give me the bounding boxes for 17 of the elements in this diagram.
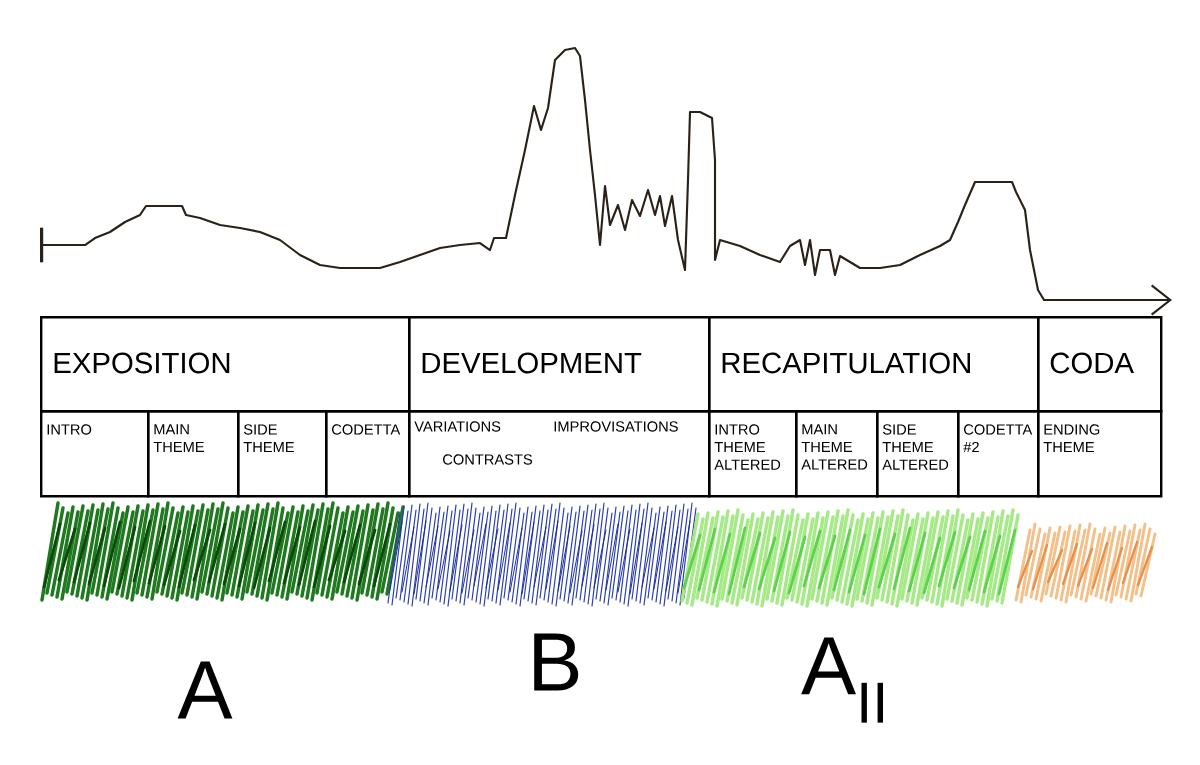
table-cell: INTRO xyxy=(40,410,150,498)
table-cell: INTRO THEME ALTERED xyxy=(708,410,798,498)
table-cell: MAIN THEME xyxy=(147,410,240,498)
table-cell: CODA xyxy=(1037,316,1163,413)
table-cell: ENDING THEME xyxy=(1037,410,1163,498)
table-cell: EXPOSITION xyxy=(40,316,411,413)
table-cell: CODETTA xyxy=(325,410,411,498)
section-letter: A xyxy=(177,661,233,719)
table-cell: MAIN THEME ALTERED xyxy=(795,410,879,498)
table-cell: VARIATIONS IMPROVISATIONS CONTRASTS xyxy=(408,410,711,498)
table-cell: SIDE THEME ALTERED xyxy=(876,410,960,498)
table-cell: CODETTA #2 xyxy=(957,410,1040,498)
section-letter: B xyxy=(534,633,579,691)
table-cell: DEVELOPMENT xyxy=(408,316,711,413)
table-cell: SIDE THEME xyxy=(237,410,328,498)
section-letter: A$_{II}$ xyxy=(801,637,883,723)
table-cell: RECAPITULATION xyxy=(708,316,1040,413)
